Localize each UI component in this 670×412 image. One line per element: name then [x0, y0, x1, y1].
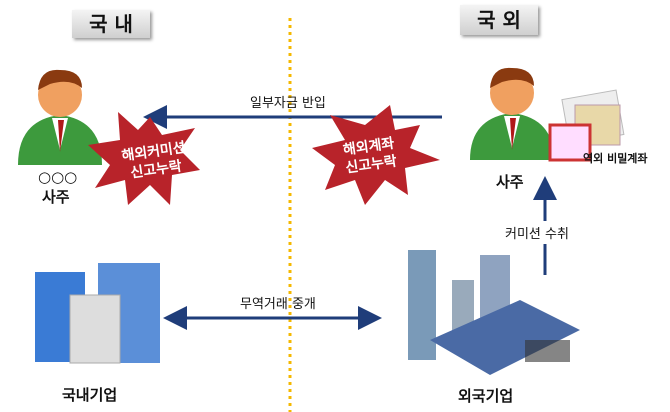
- overseas-owner-icon: [470, 67, 554, 160]
- domestic-company-label: 국내기업: [62, 386, 118, 404]
- burst-shape: [88, 112, 200, 205]
- domestic-buildings-icon: [35, 263, 160, 364]
- overseas-owner-role: 사주: [496, 173, 524, 191]
- burst-shape: [312, 105, 440, 205]
- fund-inflow-label: 일부자금 반입: [250, 96, 326, 111]
- offshore-account-label: 역외 비밀계좌: [583, 152, 648, 165]
- domestic-owner-name: ○○○: [38, 168, 78, 186]
- foreign-buildings-icon: [408, 250, 580, 375]
- commission-label: 커미션 수취: [505, 221, 569, 244]
- documents-icon: [548, 89, 625, 162]
- foreign-company-label: 외국기업: [458, 387, 514, 405]
- overseas-header: 국 외: [460, 5, 538, 35]
- domestic-owner-icon: [18, 69, 102, 165]
- domestic-owner-role: 사주: [42, 188, 70, 206]
- trade-label: 무역거래 중개: [240, 297, 316, 312]
- domestic-header: 국 내: [72, 10, 150, 38]
